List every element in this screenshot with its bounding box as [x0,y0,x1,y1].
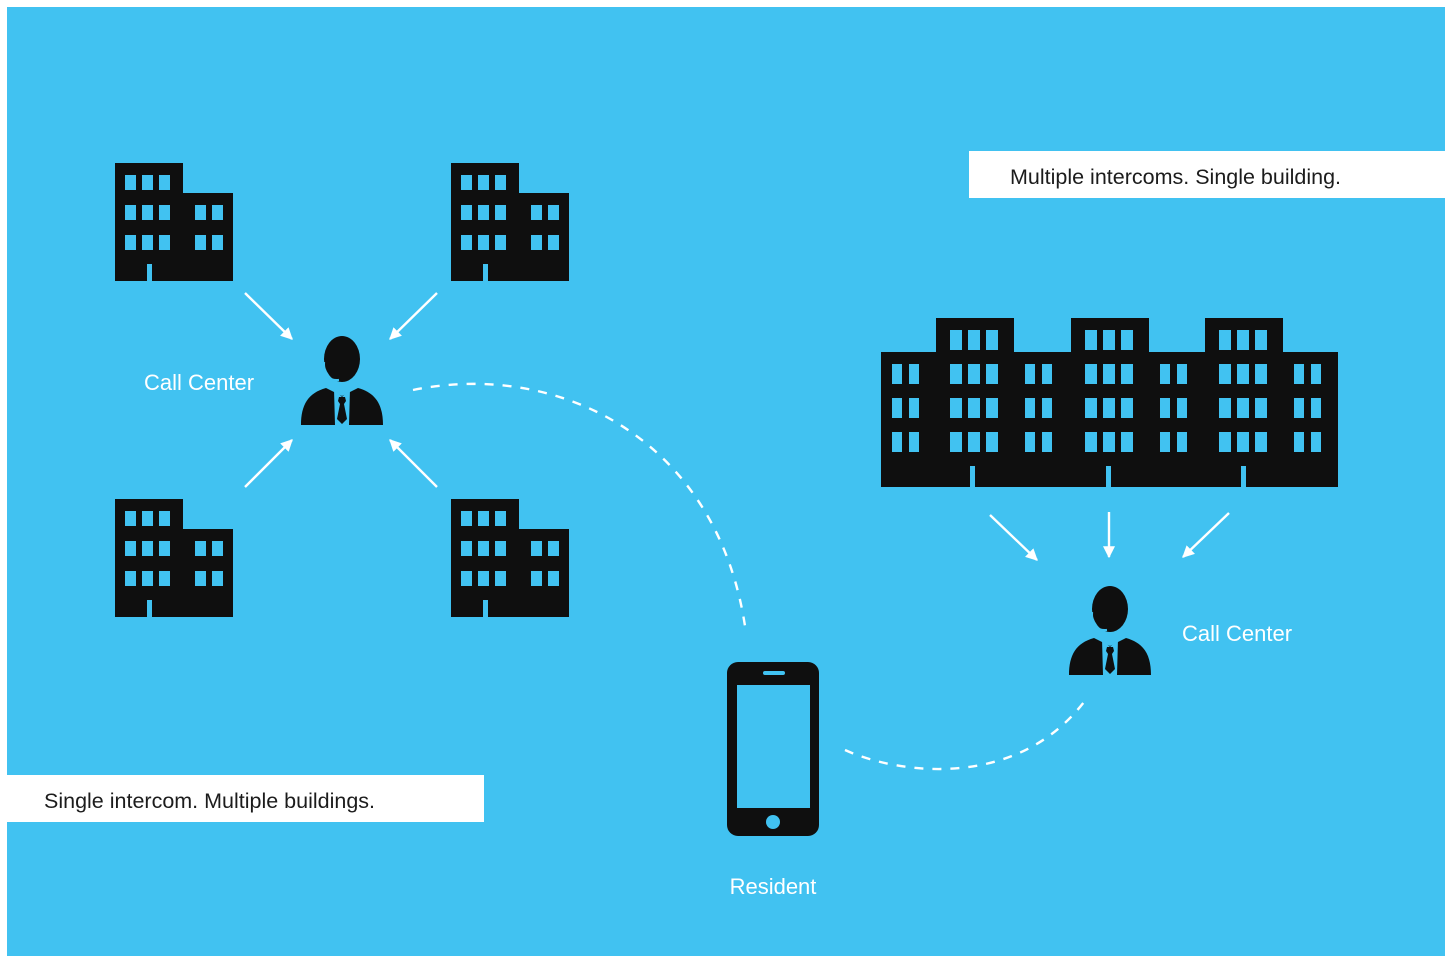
arrow-icon [389,292,438,340]
large-building-icon [881,318,1338,487]
call-center-label-left: Call Center [144,370,254,395]
right-caption-box [969,151,1445,198]
arrow-icon [1182,512,1230,558]
right-caption: Multiple intercoms. Single building. [969,151,1445,198]
left-caption-text: Single intercom. Multiple buildings. [44,789,375,813]
arrow-icon [389,439,438,488]
left-caption: Single intercom. Multiple buildings. [7,775,484,822]
dashed-connection-right [844,697,1088,771]
arrow-icon [989,514,1038,561]
dashed-connection-left [412,382,748,634]
right-caption-text: Multiple intercoms. Single building. [1010,165,1341,189]
resident-label: Resident [730,874,817,899]
arrow-icon [244,439,293,488]
left-caption-box [7,775,484,822]
arrow-icon [244,292,293,340]
call-center-label-right: Call Center [1182,621,1292,646]
smartphone-icon [727,662,819,836]
